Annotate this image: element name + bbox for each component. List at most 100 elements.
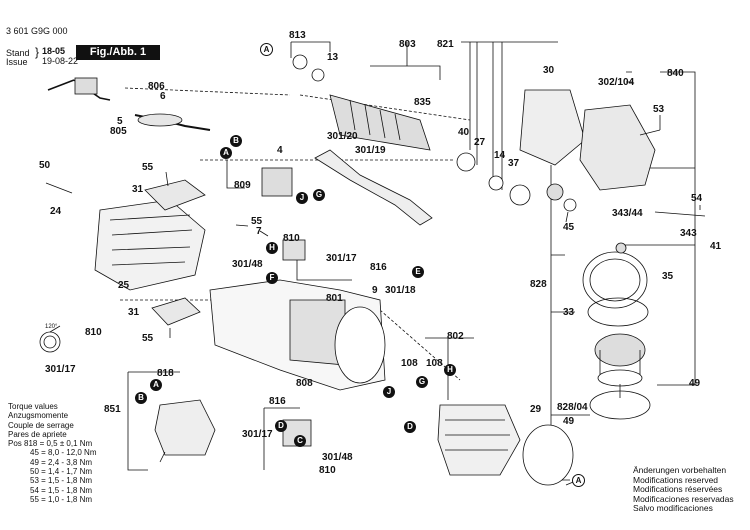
- note-line: Modificaciones reservadas: [633, 493, 734, 504]
- torque-line: 45 = 8,0 - 12,0 Nm: [30, 448, 97, 458]
- part-number: 3 601 G9G 000: [6, 26, 68, 36]
- callout-821: 821: [437, 39, 454, 50]
- callout-37: 37: [508, 158, 520, 169]
- callout-810-left: 810: [85, 327, 102, 338]
- marker-a-top: A: [260, 43, 273, 56]
- callout-49-right: 49: [689, 378, 701, 389]
- callout-5: 5: [117, 116, 123, 127]
- callout-835: 835: [414, 97, 431, 108]
- marker-b-top: B: [230, 135, 242, 147]
- torque-line: 49 = 2,4 - 3,8 Nm: [30, 457, 93, 467]
- callout-301-18: 301/18: [385, 285, 416, 296]
- callout-343-44: 343/44: [612, 208, 643, 219]
- callout-343: 343: [680, 228, 697, 239]
- callout-13: 13: [327, 52, 339, 63]
- callout-809: 809: [234, 180, 251, 191]
- marker-d-field: D: [404, 421, 416, 433]
- callout-802: 802: [447, 331, 464, 342]
- stand-label: Stand: [6, 48, 30, 58]
- callout-24: 24: [50, 206, 62, 217]
- callout-45: 45: [563, 222, 575, 233]
- callout-301-20: 301/20: [327, 131, 358, 142]
- callout-805: 805: [110, 126, 127, 137]
- callout-108-b: 108: [426, 358, 443, 369]
- callout-35: 35: [662, 271, 674, 282]
- callout-50: 50: [39, 160, 51, 171]
- torque-values-table: Torque values Anzugsmomente Couple de se…: [8, 402, 96, 504]
- issue-value: 19-08-22: [42, 56, 79, 66]
- torque-line: Anzugsmomente: [8, 411, 69, 421]
- torque-line: 53 = 1,5 - 1,8 Nm: [30, 476, 93, 486]
- callout-810-mid: 810: [283, 233, 300, 244]
- callout-31-bottom: 31: [128, 307, 140, 318]
- callout-27: 27: [474, 137, 486, 148]
- marker-h-field: H: [444, 364, 456, 376]
- marker-c-module: C: [294, 435, 306, 447]
- callout-806: 806: [148, 81, 165, 92]
- torque-line: 55 = 1,0 - 1,8 Nm: [30, 494, 93, 504]
- callout-33: 33: [563, 307, 575, 318]
- note-line: Salvo modificaciones: [633, 503, 713, 514]
- callout-301-17-mid: 301/17: [326, 253, 357, 264]
- note-line: Modifications reserved: [633, 474, 719, 485]
- callout-41: 41: [710, 241, 722, 252]
- issue-label: Issue: [6, 57, 28, 67]
- callout-816-bottom: 816: [269, 396, 286, 407]
- angle-120-label: 120°: [45, 324, 58, 330]
- torque-line: Pares de apriete: [8, 429, 67, 439]
- figure-tag: Fig./Abb. 1: [76, 45, 160, 60]
- marker-j-field: J: [383, 386, 395, 398]
- callout-30: 30: [543, 65, 555, 76]
- callout-810-bottom: 810: [319, 465, 336, 476]
- marker-j-top: J: [296, 192, 308, 204]
- torque-line: Couple de serrage: [8, 420, 74, 430]
- callout-40: 40: [458, 127, 470, 138]
- callout-818: 818: [157, 368, 174, 379]
- callout-55-bottom: 55: [142, 333, 154, 344]
- callout-31-top: 31: [132, 184, 144, 195]
- torque-line: 54 = 1,5 - 1,8 Nm: [30, 485, 93, 495]
- marker-g-field: G: [416, 376, 428, 388]
- marker-d-module: D: [275, 420, 287, 432]
- callout-828: 828: [530, 279, 547, 290]
- callout-851: 851: [104, 404, 121, 415]
- modifications-note: Änderungen vorbehalten Modifications res…: [633, 465, 734, 514]
- marker-e-mid: E: [412, 266, 424, 278]
- marker-a-guard: A: [572, 474, 585, 487]
- callout-25: 25: [118, 280, 130, 291]
- callout-7: 7: [256, 226, 262, 237]
- marker-b-brush: B: [135, 392, 147, 404]
- callout-840: 840: [667, 68, 684, 79]
- callout-808: 808: [296, 378, 313, 389]
- brace-glyph: }: [35, 45, 40, 59]
- marker-a-plug: A: [220, 147, 232, 159]
- callout-55-mid: 55: [251, 216, 263, 227]
- callout-301-48-mid: 301/48: [232, 259, 263, 270]
- callout-803: 803: [399, 39, 416, 50]
- torque-line: Torque values: [8, 402, 58, 411]
- callout-828-04: 828/04: [557, 402, 588, 413]
- note-line: Änderungen vorbehalten: [633, 465, 727, 475]
- callout-816-mid: 816: [370, 262, 387, 273]
- callout-4: 4: [277, 145, 283, 156]
- callout-108-a: 108: [401, 358, 418, 369]
- callout-53: 53: [653, 104, 665, 115]
- marker-h-mid: H: [266, 242, 278, 254]
- callout-301-48-bottom: 301/48: [322, 452, 353, 463]
- callout-54: 54: [691, 193, 703, 204]
- note-line: Modifications réservées: [633, 484, 723, 495]
- callout-813: 813: [289, 30, 306, 41]
- torque-line: 50 = 1,4 - 1,7 Nm: [30, 467, 93, 477]
- callout-302-104: 302/104: [598, 77, 635, 88]
- marker-g-top: G: [313, 189, 325, 201]
- callout-301-17-bottom: 301/17: [242, 429, 273, 440]
- callout-801: 801: [326, 293, 343, 304]
- callout-49-bottom: 49: [563, 416, 575, 427]
- callout-301-19: 301/19: [355, 145, 386, 156]
- callout-301-17-left: 301/17: [45, 364, 76, 375]
- callout-6: 6: [160, 91, 166, 102]
- torque-line: Pos 818 = 0,5 ± 0,1 Nm: [8, 439, 93, 449]
- callout-29: 29: [530, 404, 542, 415]
- callout-14: 14: [494, 150, 506, 161]
